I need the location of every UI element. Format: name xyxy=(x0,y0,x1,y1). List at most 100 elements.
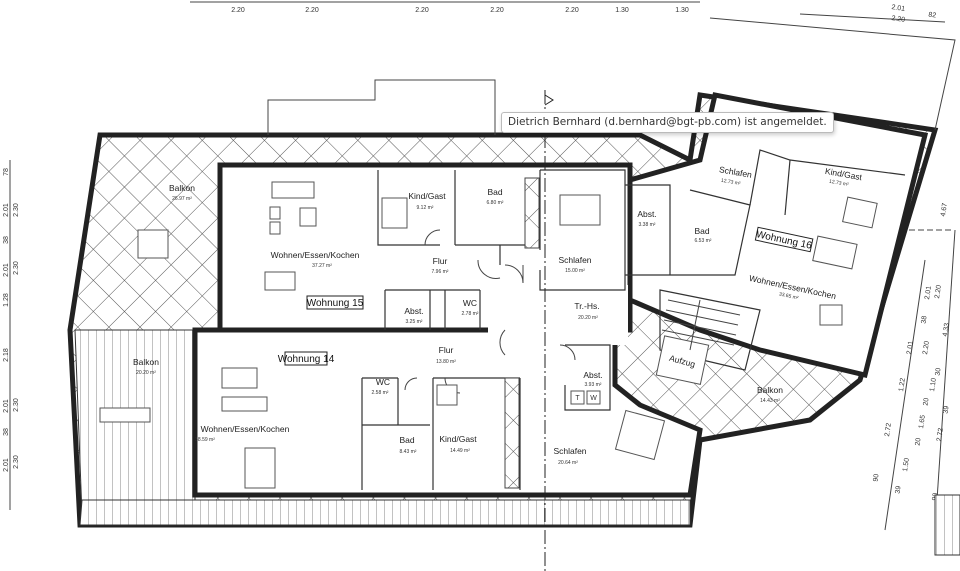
svg-text:39: 39 xyxy=(943,405,951,414)
svg-text:2.20: 2.20 xyxy=(891,15,906,24)
room-name: Flur xyxy=(439,345,454,355)
svg-text:14.43 m²: 14.43 m² xyxy=(760,398,780,404)
svg-text:15.00 m²: 15.00 m² xyxy=(565,268,585,274)
svg-text:78: 78 xyxy=(3,168,10,176)
svg-text:2.20: 2.20 xyxy=(565,7,579,14)
room-name: Kind/Gast xyxy=(439,434,477,444)
room-name: Flur xyxy=(433,256,448,266)
svg-text:13.80 m²: 13.80 m² xyxy=(436,359,456,365)
room-name: Bad xyxy=(694,226,709,236)
svg-text:20: 20 xyxy=(915,437,923,446)
svg-text:1.22: 1.22 xyxy=(898,377,907,392)
svg-text:6.53 m²: 6.53 m² xyxy=(695,238,712,244)
svg-text:20.20 m²: 20.20 m² xyxy=(578,315,598,321)
svg-text:38: 38 xyxy=(3,428,10,436)
room-name: Abst. xyxy=(583,370,602,380)
svg-text:2.20: 2.20 xyxy=(305,7,319,14)
svg-text:1.50: 1.50 xyxy=(902,457,911,472)
svg-text:9.12 m²: 9.12 m² xyxy=(417,205,434,211)
bottom-walkway xyxy=(79,499,691,526)
svg-text:38: 38 xyxy=(3,236,10,244)
roof-outline xyxy=(267,79,496,135)
svg-text:20.64 m²: 20.64 m² xyxy=(558,460,578,466)
dimensions-top: 2.20 2.20 2.20 2.20 2.20 1.30 1.30 xyxy=(231,7,689,14)
svg-text:3.93 m²: 3.93 m² xyxy=(585,382,602,388)
dryer-washer-fixtures: T W xyxy=(570,390,601,405)
svg-text:37.27 m²: 37.27 m² xyxy=(312,263,332,269)
svg-text:2.18: 2.18 xyxy=(3,348,10,362)
room-name: Balkon xyxy=(133,357,159,367)
svg-text:2.30: 2.30 xyxy=(13,455,20,469)
svg-text:4.67: 4.67 xyxy=(940,202,949,217)
room-name: Bad xyxy=(399,435,414,445)
svg-text:T: T xyxy=(575,395,580,402)
furniture xyxy=(99,181,878,489)
room-name: Abst. xyxy=(637,209,656,219)
room-name: Balkon xyxy=(169,183,195,193)
dimensions-left: 78 2.01 38 2.01 1.28 2.18 2.01 38 2.01 2… xyxy=(3,168,20,472)
unit-label-14: Wohnung 14 xyxy=(278,351,335,366)
svg-text:38.59 m²: 38.59 m² xyxy=(195,437,215,443)
svg-text:1.28: 1.28 xyxy=(3,293,10,307)
svg-text:30: 30 xyxy=(935,367,943,376)
room-name: Kind/Gast xyxy=(408,191,446,201)
room-name: Balkon xyxy=(757,385,783,395)
svg-text:26.97 m²: 26.97 m² xyxy=(172,196,192,202)
svg-text:2.01: 2.01 xyxy=(906,340,915,355)
unit-label-15: Wohnung 15 xyxy=(306,295,364,310)
stairwell-floor xyxy=(488,285,628,345)
user-login-tooltip: Dietrich Bernhard (d.bernhard@bgt-pb.com… xyxy=(501,112,834,133)
svg-text:20.20 m²: 20.20 m² xyxy=(136,370,156,376)
svg-text:8.43 m²: 8.43 m² xyxy=(400,449,417,455)
svg-text:2.30: 2.30 xyxy=(13,203,20,217)
unit-15-walls xyxy=(217,162,633,333)
room-name: WC xyxy=(376,377,390,387)
svg-text:3.25 m²: 3.25 m² xyxy=(406,319,423,325)
svg-text:W: W xyxy=(590,395,597,402)
room-name: Bad xyxy=(487,187,502,197)
svg-text:2.20: 2.20 xyxy=(415,7,429,14)
stairs xyxy=(661,299,741,351)
room-name: WC xyxy=(463,298,477,308)
svg-text:2.01: 2.01 xyxy=(3,203,10,217)
svg-text:3.38 m²: 3.38 m² xyxy=(639,222,656,228)
svg-text:2.72: 2.72 xyxy=(884,422,893,437)
svg-text:14.49 m²: 14.49 m² xyxy=(450,448,470,454)
shaft xyxy=(524,177,540,249)
svg-text:2.20: 2.20 xyxy=(922,340,931,355)
svg-text:2.01: 2.01 xyxy=(3,263,10,277)
svg-text:Wohnung 14: Wohnung 14 xyxy=(278,354,335,365)
svg-text:90: 90 xyxy=(873,473,881,482)
svg-text:2.72: 2.72 xyxy=(936,427,945,442)
svg-text:1.10: 1.10 xyxy=(929,377,938,392)
shaft xyxy=(504,377,520,489)
svg-text:12.73 m²: 12.73 m² xyxy=(829,179,850,188)
room-name: Wohnen/Essen/Kochen xyxy=(271,250,360,260)
svg-text:2.20: 2.20 xyxy=(231,7,245,14)
section-arrow-icon xyxy=(544,94,554,106)
svg-text:2.78 m²: 2.78 m² xyxy=(462,311,479,317)
svg-text:38: 38 xyxy=(921,315,929,324)
svg-text:2.01: 2.01 xyxy=(924,285,933,300)
room-name: Abst. xyxy=(404,306,423,316)
elevator xyxy=(655,335,710,385)
svg-text:6.80 m²: 6.80 m² xyxy=(487,200,504,206)
room-name: Wohnen/Essen/Kochen xyxy=(201,424,290,434)
svg-text:1.30: 1.30 xyxy=(675,7,689,14)
svg-text:2.01: 2.01 xyxy=(3,458,10,472)
room-name: Schlafen xyxy=(558,255,591,265)
svg-text:7.96 m²: 7.96 m² xyxy=(432,269,449,275)
svg-text:Wohnung 15: Wohnung 15 xyxy=(307,298,364,309)
svg-text:20: 20 xyxy=(923,397,931,406)
svg-text:82: 82 xyxy=(928,12,937,20)
svg-text:39: 39 xyxy=(895,485,903,494)
svg-text:2.01: 2.01 xyxy=(3,399,10,413)
dimensions-right: 4.67 2.01 2.20 38 4.33 2.01 2.20 30 1.22… xyxy=(873,202,951,501)
svg-text:4.33: 4.33 xyxy=(942,322,951,337)
svg-text:2.20: 2.20 xyxy=(934,284,943,299)
svg-text:2.01: 2.01 xyxy=(891,4,906,13)
room-name: Tr.-Hs. xyxy=(574,301,599,311)
dimension-lines xyxy=(9,1,956,531)
svg-text:2.58 m²: 2.58 m² xyxy=(372,390,389,396)
